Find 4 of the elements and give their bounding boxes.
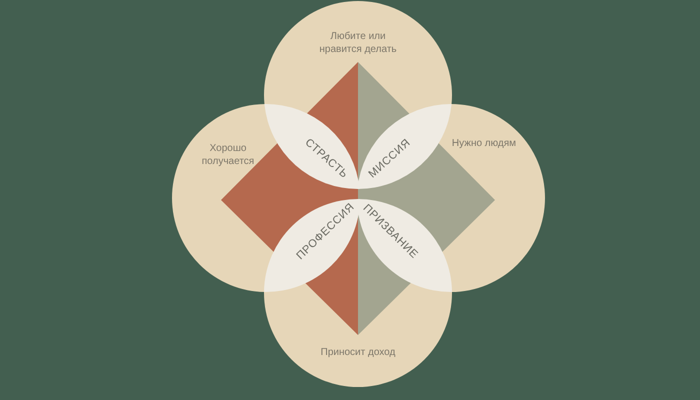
circle-label: Приносит доход bbox=[320, 346, 396, 359]
circle-label: Любите или нравится делать bbox=[318, 30, 398, 56]
circle-label: Нужно людям bbox=[450, 137, 518, 150]
circle-label: Хорошо получается bbox=[200, 142, 256, 168]
